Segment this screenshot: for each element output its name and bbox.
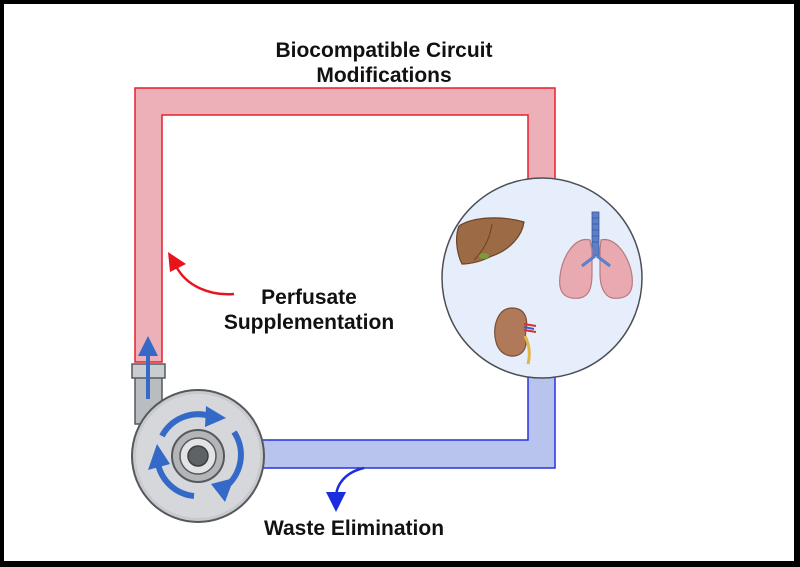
liver-icon	[456, 217, 525, 265]
perfusate-line2: Supplementation	[223, 311, 395, 334]
perfusate-line1: Perfusate	[261, 286, 357, 309]
kidney-icon	[494, 307, 537, 365]
waste-elimination-label: Waste Elimination	[263, 517, 445, 540]
figure-frame: Biocompatible Circuit Modifications Perf…	[4, 4, 794, 561]
waste-arrow	[326, 466, 365, 512]
pump-rotation-arrowheads	[148, 406, 234, 502]
lungs-icon	[559, 211, 633, 299]
circuit-title-line1: Biocompatible Circuit	[275, 39, 493, 62]
venous-tubing	[261, 371, 556, 469]
perfusate-supplementation-label: Perfusate Supplementation	[184, 285, 434, 335]
outlet-flow-arrow	[138, 336, 158, 399]
perfusate-arrow	[168, 252, 235, 296]
circuit-title-line2: Modifications	[316, 64, 452, 87]
perfusion-circuit-diagram	[131, 87, 643, 523]
circuit-modifications-title: Biocompatible Circuit Modifications	[134, 38, 634, 88]
pump-icon	[131, 389, 265, 523]
